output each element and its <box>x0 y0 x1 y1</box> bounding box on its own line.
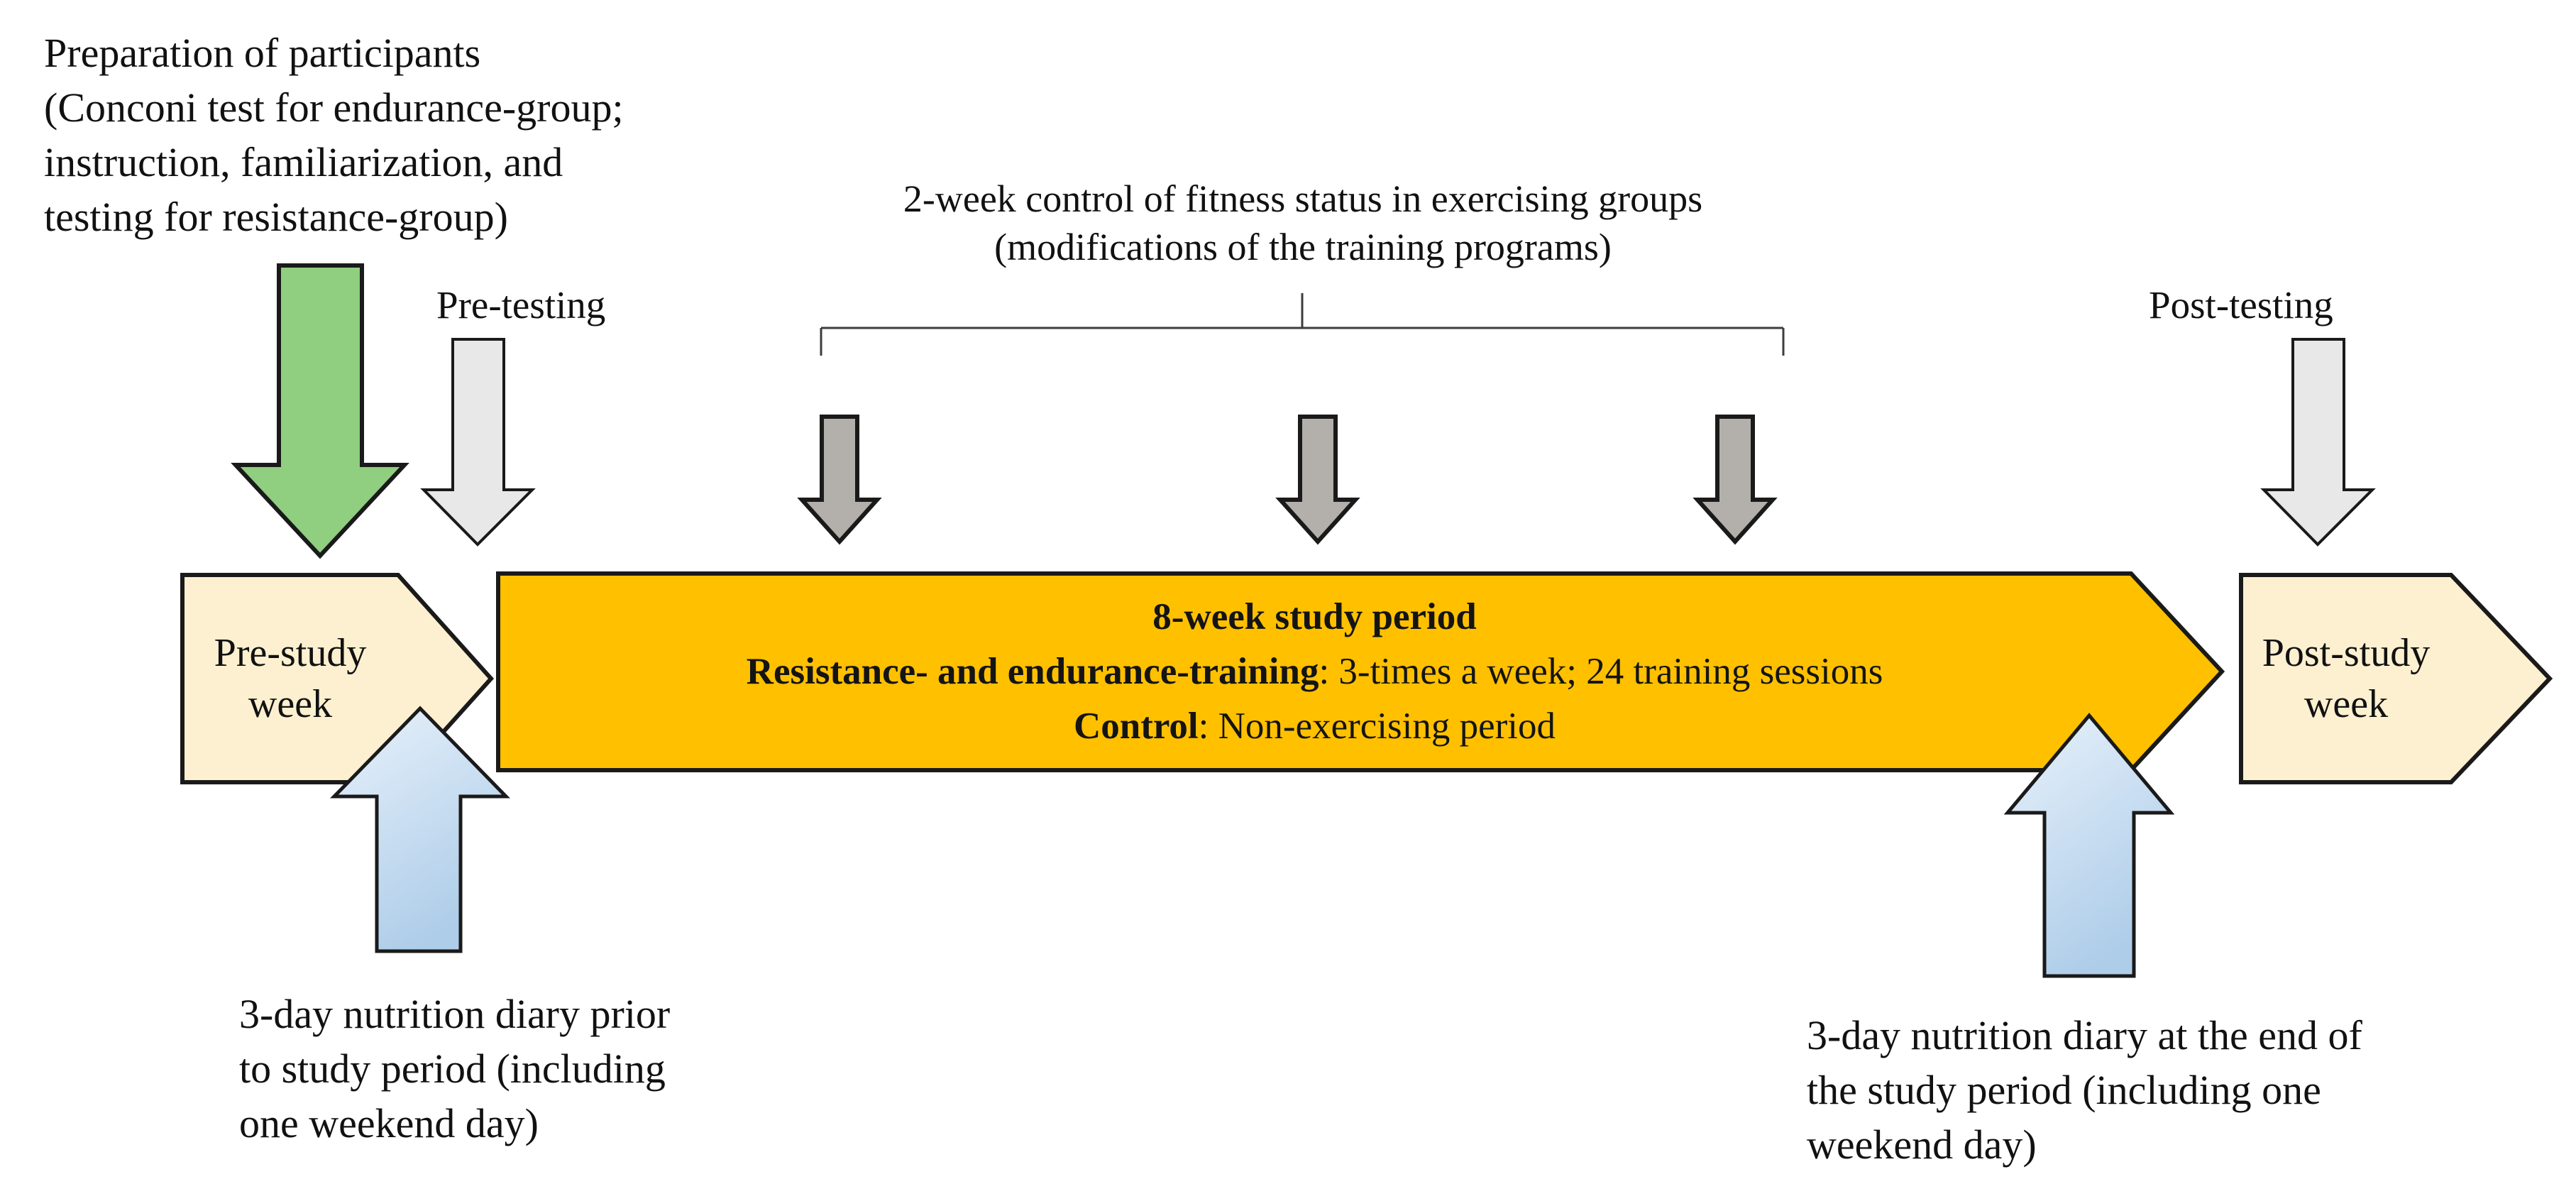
pre-study-week-label: Pre-study week <box>214 631 367 726</box>
checkpoint-arrow-1-icon <box>797 415 882 545</box>
study-period-text: 8-week study period Resistance- and endu… <box>498 574 2131 770</box>
preparation-note: Preparation of participants (Conconi tes… <box>44 30 624 240</box>
nutrition-post-up-arrow-icon <box>2003 713 2175 978</box>
nutrition-pre-note: 3-day nutrition diary prior to study per… <box>239 991 671 1146</box>
study-period-bar <box>496 571 2225 772</box>
fitness-control-note: 2-week control of fitness status in exer… <box>903 177 1703 268</box>
pre-testing-label: Pre-testing <box>436 283 606 327</box>
preparation-down-arrow-icon <box>231 263 409 559</box>
pre-testing-down-arrow-icon <box>420 338 536 547</box>
post-study-week-shape <box>2239 573 2553 784</box>
study-period-title: 8-week study period <box>1152 596 1477 637</box>
nutrition-post-note: 3-day nutrition diary at the end of the … <box>1807 1012 2362 1168</box>
study-period-training-line: Resistance- and endurance-training: 3-ti… <box>746 651 1883 692</box>
study-period-control-line: Control: Non-exercising period <box>1073 706 1556 747</box>
bracket <box>820 293 1785 356</box>
post-testing-down-arrow-icon <box>2260 338 2376 547</box>
checkpoint-arrow-3-icon <box>1692 415 1778 545</box>
post-study-week-label: Post-study week <box>2262 631 2431 726</box>
post-testing-label: Post-testing <box>2149 283 2333 327</box>
checkpoint-arrow-2-icon <box>1275 415 1360 545</box>
nutrition-pre-up-arrow-icon <box>330 706 510 953</box>
